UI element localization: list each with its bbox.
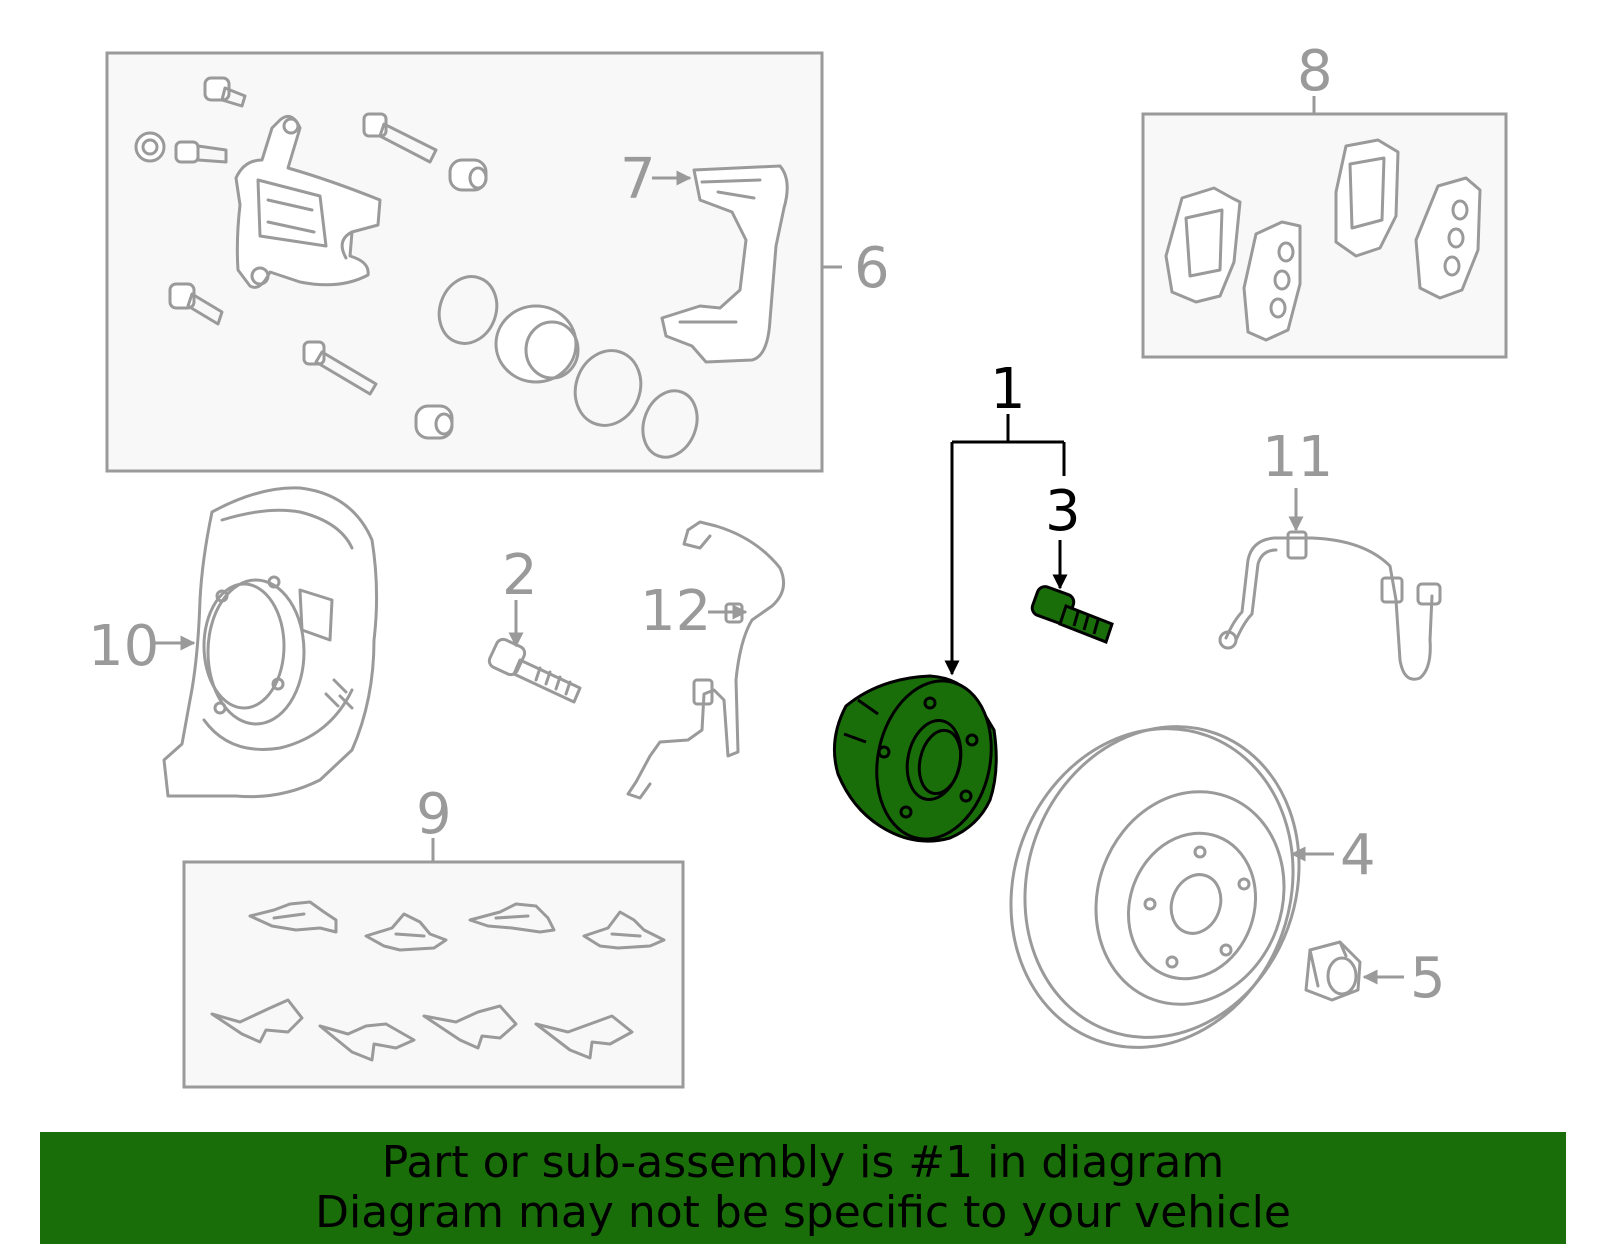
pin-boot-lower bbox=[414, 404, 454, 440]
callout-12: 12 bbox=[640, 579, 711, 644]
shim-2 bbox=[318, 1022, 416, 1062]
callout-2: 2 bbox=[502, 543, 538, 608]
hardware-kit-group bbox=[182, 860, 685, 1089]
callout-7: 7 bbox=[620, 147, 656, 212]
hub-mounting-bolt bbox=[487, 637, 582, 704]
caliper-bolt-top bbox=[203, 76, 247, 108]
brake-pads-group bbox=[1141, 112, 1508, 359]
dust-boot-seal bbox=[573, 349, 643, 427]
hub-assembly-highlighted bbox=[832, 674, 998, 843]
clip-4 bbox=[582, 910, 666, 950]
pin-boot-upper bbox=[448, 158, 488, 192]
brake-pad-2 bbox=[1242, 220, 1302, 342]
piston bbox=[494, 304, 580, 384]
callout-3: 3 bbox=[1045, 479, 1081, 544]
shim-4 bbox=[534, 1014, 634, 1060]
leader-1-bracket bbox=[952, 414, 1064, 674]
clip-3 bbox=[468, 902, 556, 934]
wheel-stud-highlighted bbox=[1030, 585, 1114, 644]
brake-rotor bbox=[1009, 725, 1301, 1049]
banner-line-2: Diagram may not be specific to your vehi… bbox=[315, 1187, 1291, 1238]
abs-sensor bbox=[626, 520, 786, 800]
brake-pad-4 bbox=[1414, 176, 1482, 300]
retaining-ring bbox=[641, 389, 699, 459]
piston-seal bbox=[437, 275, 499, 345]
guide-pin-lower bbox=[302, 340, 378, 396]
callout-5: 5 bbox=[1410, 946, 1446, 1011]
splash-shield bbox=[162, 486, 379, 799]
brake-pad-1 bbox=[1164, 186, 1242, 304]
bleeder-cap bbox=[134, 131, 166, 163]
callout-9: 9 bbox=[416, 782, 452, 847]
banner-line-1: Part or sub-assembly is #1 in diagram bbox=[381, 1137, 1225, 1188]
caliper-bracket bbox=[660, 164, 789, 364]
callout-10: 10 bbox=[88, 614, 159, 679]
caliper-assembly-group: 7 bbox=[105, 51, 824, 473]
callout-6: 6 bbox=[854, 236, 890, 301]
shim-1 bbox=[210, 998, 304, 1044]
callout-1: 1 bbox=[990, 357, 1026, 422]
brake-pad-3 bbox=[1334, 138, 1400, 258]
caliper-body bbox=[234, 114, 382, 289]
bleeder-screw bbox=[174, 140, 228, 164]
callout-11: 11 bbox=[1262, 425, 1333, 490]
clip-1 bbox=[248, 900, 338, 934]
lug-nut bbox=[1304, 940, 1362, 1002]
info-banner: Part or sub-assembly is #1 in diagram Di… bbox=[40, 1132, 1566, 1244]
callout-8: 8 bbox=[1297, 39, 1333, 104]
clip-2 bbox=[364, 912, 448, 952]
guide-pin-upper bbox=[362, 112, 438, 164]
brake-hose bbox=[1218, 530, 1442, 681]
caliper-bolt-lower bbox=[168, 282, 224, 326]
callout-4: 4 bbox=[1340, 823, 1376, 888]
shim-3 bbox=[422, 1004, 518, 1050]
